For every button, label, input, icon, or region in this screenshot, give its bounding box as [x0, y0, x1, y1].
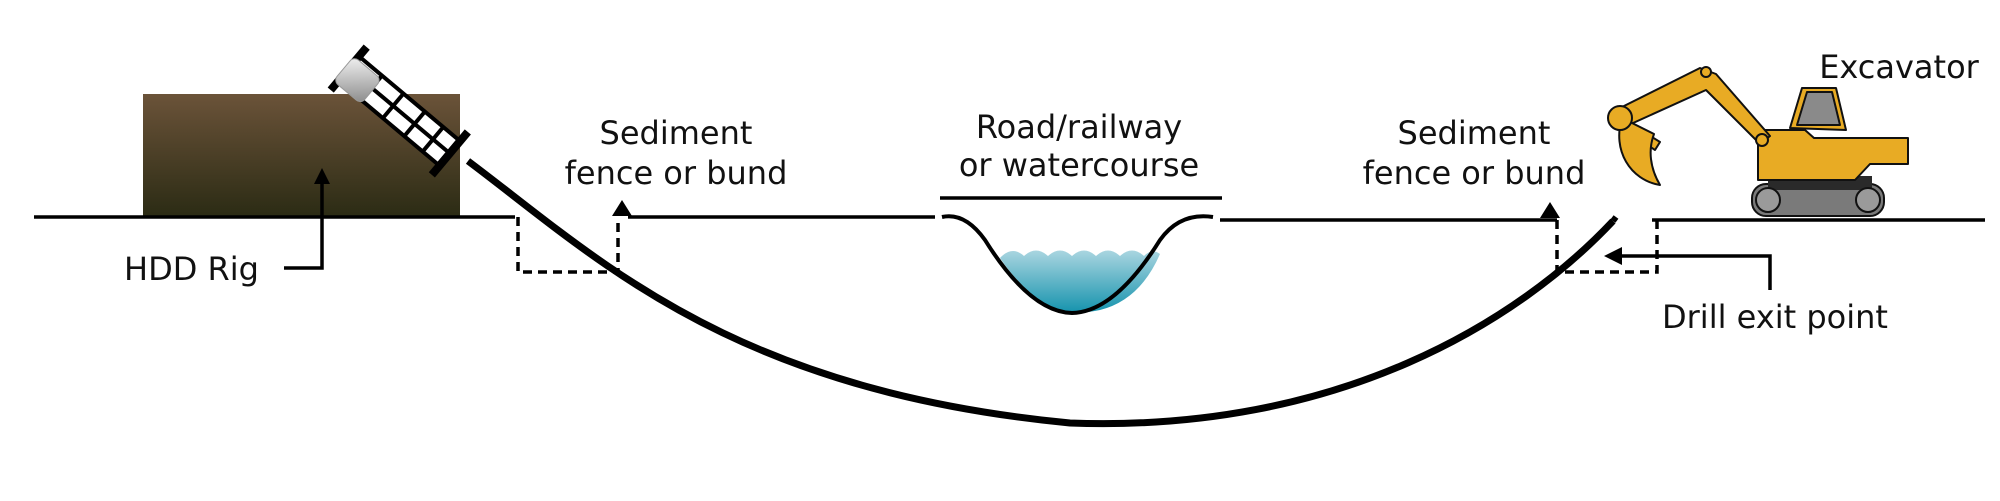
hdd-rig-callout: HDD Rig	[124, 168, 330, 288]
sediment-fence-left	[516, 217, 620, 274]
sediment-left-marker	[612, 200, 632, 216]
drill-path	[465, 158, 1616, 428]
sediment-right-line2: fence or bund	[1363, 154, 1586, 192]
hdd-rig	[327, 44, 471, 178]
sediment-right-line1: Sediment	[1398, 114, 1551, 152]
excavator-label: Excavator	[1819, 48, 1979, 86]
watercourse-bank	[941, 214, 1214, 316]
drill-exit-callout: Drill exit point	[1604, 247, 1888, 336]
sediment-left-line1: Sediment	[600, 114, 753, 152]
drill-pipe-cylinder	[335, 58, 380, 103]
sediment-right-marker	[1540, 202, 1560, 218]
hdd-rig-label: HDD Rig	[124, 250, 259, 288]
ground-line	[34, 215, 1985, 222]
excavator-illustration	[1607, 66, 1909, 217]
drill-exit-label: Drill exit point	[1662, 298, 1888, 336]
crossing-line1: Road/railway	[976, 108, 1182, 146]
watercourse-water	[1000, 250, 1160, 313]
crossing-line2: or watercourse	[959, 146, 1199, 184]
drill-exit-stub	[1610, 215, 1619, 223]
sediment-left-line2: fence or bund	[565, 154, 788, 192]
